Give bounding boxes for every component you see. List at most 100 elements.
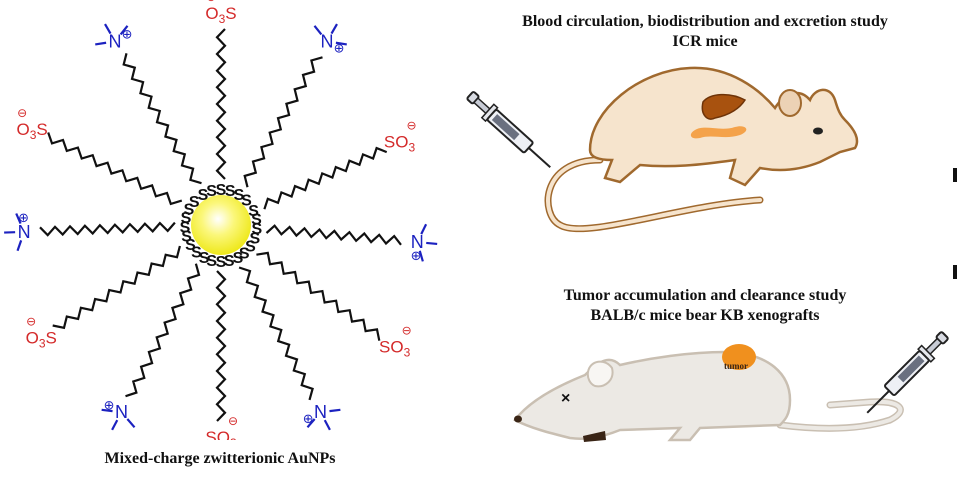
methyl-bond <box>15 213 22 225</box>
alkyl-chain <box>215 28 227 180</box>
sulfonate-group: O3S <box>205 4 236 26</box>
sulfur-atom: S <box>252 221 263 238</box>
methyl-bond <box>104 23 112 35</box>
study2-title-line2: BALB/c mice bear KB xenografts <box>590 307 820 324</box>
ammonium-nitrogen: N <box>18 222 31 242</box>
ammonium-nitrogen: N <box>115 402 128 422</box>
positive-charge-icon: ⊕ <box>104 399 115 414</box>
liver-icon <box>701 93 747 120</box>
methyl-bond <box>313 25 323 36</box>
sulfur-atom: S <box>206 253 217 270</box>
negative-charge-icon: ⊖ <box>402 324 412 338</box>
sulfur-atom: S <box>216 254 227 271</box>
tumor-label: tumor <box>724 361 748 371</box>
alkyl-chain <box>265 224 402 246</box>
methyl-bond <box>329 408 341 413</box>
nanoparticle-caption: Mixed-charge zwitterionic AuNPs <box>104 450 336 467</box>
edge-mark <box>953 265 957 279</box>
alkyl-chain <box>215 270 227 422</box>
sulfur-atom: S <box>180 219 191 236</box>
positive-charge-icon: ⊕ <box>411 249 422 264</box>
ammonium-nitrogen: N <box>109 31 122 51</box>
nanoparticle-structure: O3S⊖N⊕SO3⊖N⊕SO3⊖N⊕SO3⊖N⊕O3S⊖N⊕O3S⊖N⊕ SSS… <box>4 0 438 440</box>
edge-mark <box>953 168 957 182</box>
mouse2-nose <box>514 415 522 423</box>
sulfur-atom: S <box>233 250 244 267</box>
study1-title: Blood circulation, biodistribution and e… <box>470 12 940 52</box>
negative-charge-icon: ⊖ <box>206 0 216 4</box>
sulfonate-group: SO3 <box>379 338 411 360</box>
negative-charge-icon: ⊖ <box>26 314 36 328</box>
sulfur-atom: S <box>251 212 262 229</box>
methyl-bond <box>418 250 424 262</box>
positive-charge-icon: ⊕ <box>18 211 29 226</box>
sulfur-atom: S <box>189 194 200 211</box>
sulfur-atom: S <box>181 210 192 227</box>
sulfur-atom: S <box>191 244 202 261</box>
sulfur-atom: S <box>198 187 209 204</box>
sulfonate-group: O3S <box>16 120 47 142</box>
sulfur-atom: S <box>245 239 256 256</box>
mouse1-ear <box>778 89 802 117</box>
methyl-bond <box>426 241 438 246</box>
ammonium-nitrogen: N <box>314 402 327 422</box>
ligand-chains: O3S⊖N⊕SO3⊖N⊕SO3⊖N⊕SO3⊖N⊕O3S⊖N⊕O3S⊖N⊕ <box>4 0 438 440</box>
gold-core <box>191 195 251 255</box>
positive-charge-icon: ⊕ <box>122 27 133 42</box>
sulfur-atom: S <box>181 229 192 246</box>
alkyl-chain <box>243 56 323 188</box>
methyl-bond <box>126 418 136 429</box>
alkyl-chain <box>238 266 314 401</box>
alkyl-chain <box>122 53 202 185</box>
sulfur-atom: S <box>241 192 252 209</box>
ammonium-nitrogen: N <box>411 232 424 252</box>
study1-title-line1: Blood circulation, biodistribution and e… <box>522 13 888 30</box>
dead-eye-mark: × <box>561 390 570 407</box>
negative-charge-icon: ⊖ <box>407 119 417 133</box>
negative-charge-icon: ⊖ <box>228 414 238 428</box>
positive-charge-icon: ⊕ <box>303 412 314 427</box>
alkyl-chain <box>256 251 381 341</box>
methyl-bond <box>335 41 347 46</box>
negative-charge-icon: ⊖ <box>17 106 27 120</box>
sulfur-atom: S <box>224 253 235 270</box>
sulfur-atom: S <box>185 237 196 254</box>
mouse1-eye <box>813 127 823 135</box>
sulfur-atom: S <box>250 230 261 247</box>
mouse2-ear <box>586 360 614 388</box>
positive-charge-icon: ⊕ <box>334 41 345 56</box>
methyl-bond <box>101 408 113 413</box>
intestine-icon <box>690 126 747 139</box>
sulfur-atom: S <box>239 246 250 263</box>
methyl-bond <box>420 223 428 235</box>
mouse2-mouth <box>583 431 606 442</box>
sulfonate-group: SO3 <box>384 133 416 155</box>
methyl-bond <box>330 23 338 35</box>
sulfur-atom: S <box>199 250 210 267</box>
alkyl-chain <box>39 221 176 237</box>
sulfur-atom: S <box>248 203 259 220</box>
alkyl-chain <box>263 146 388 210</box>
syringe-icon <box>866 331 949 414</box>
sulfonate-group: O3S <box>26 328 57 350</box>
study1-title-line2: ICR mice <box>672 33 738 50</box>
methyl-bond <box>16 240 23 252</box>
sulfur-atom: S <box>184 202 195 219</box>
sulfur-atom: S <box>206 183 217 200</box>
sulfur-atom: S <box>225 183 236 200</box>
alkyl-chain <box>47 132 183 206</box>
sulfonate-group: SO3 <box>205 428 237 440</box>
methyl-bond <box>95 41 107 46</box>
methyl-bond <box>119 25 129 36</box>
syringe-icon <box>466 91 551 169</box>
sulfur-atom: S <box>234 187 245 204</box>
ammonium-nitrogen: N <box>321 31 334 51</box>
methyl-bond <box>306 418 316 429</box>
methyl-bond <box>111 419 119 431</box>
methyl-bond <box>323 419 331 431</box>
alkyl-chain <box>52 245 181 330</box>
